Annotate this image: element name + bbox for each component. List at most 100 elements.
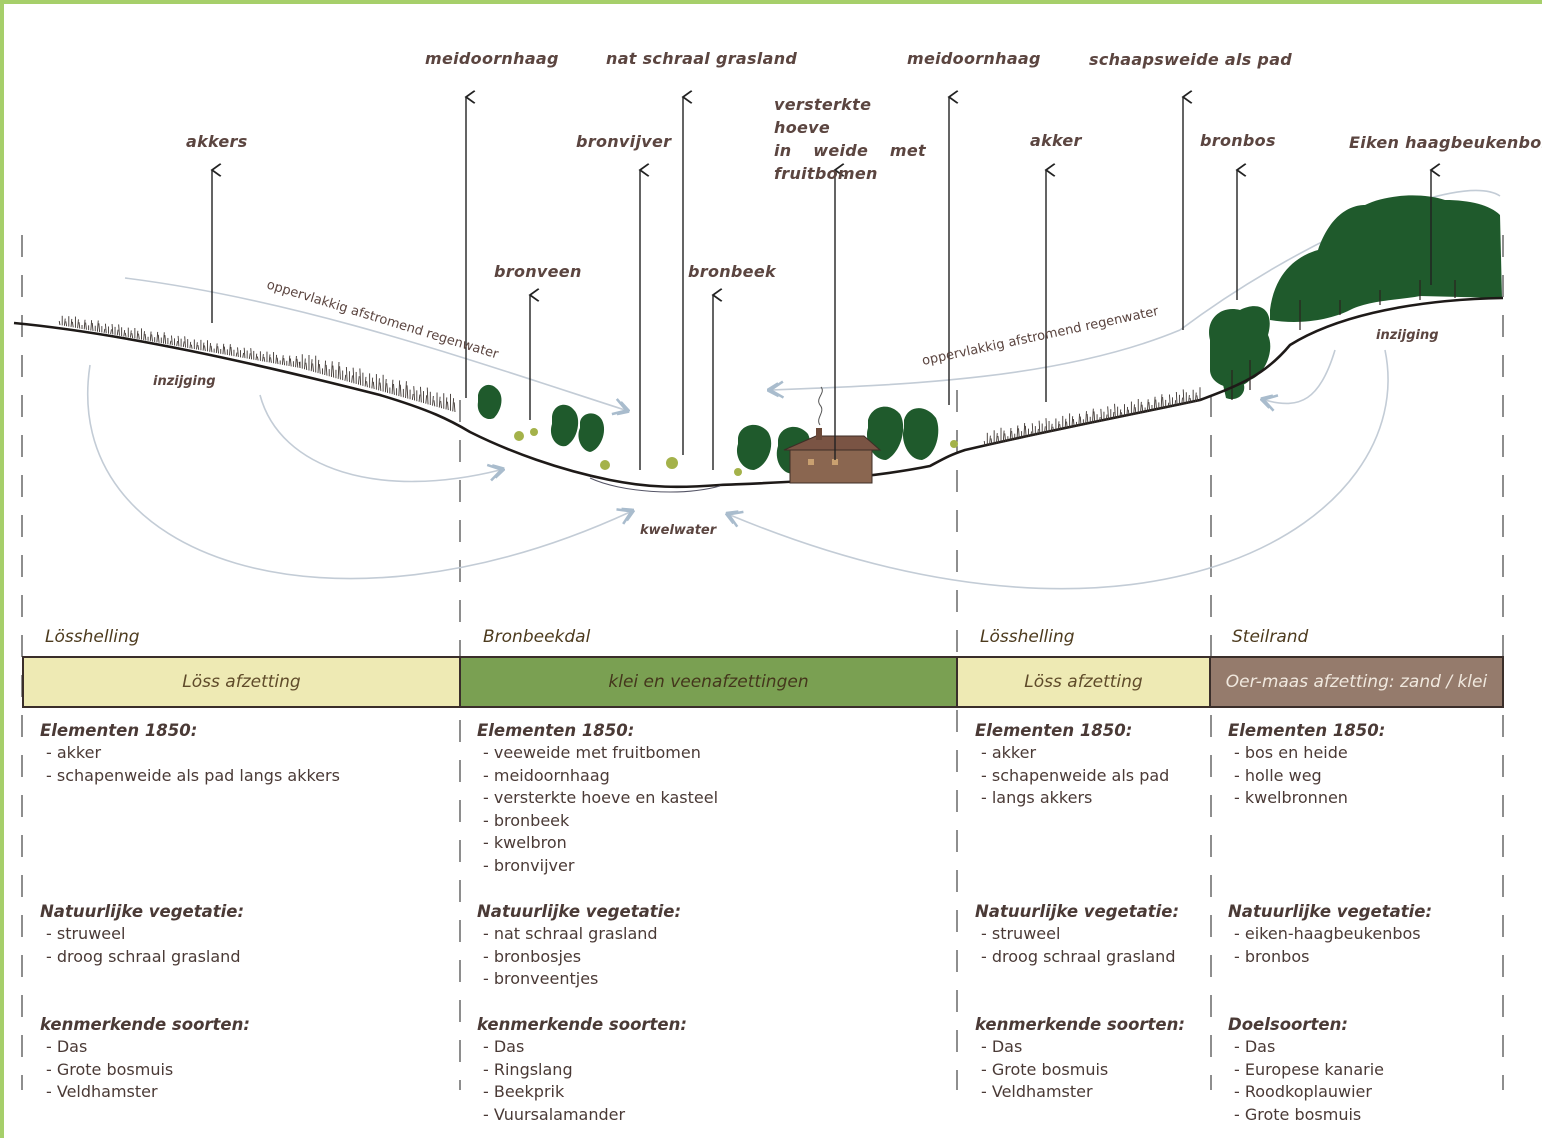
- vegetation-list: struweeldroog schraal grasland: [975, 923, 1179, 968]
- species-heading: kenmerkende soorten:: [975, 1015, 1185, 1034]
- soil-band-oer-maas: Oer-maas afzetting: zand / klei: [1211, 656, 1504, 708]
- label-schaapsweide-als-pad: schaapsweide als pad: [1089, 50, 1293, 69]
- water-flow-arrows: [87, 189, 1501, 590]
- label-nat-schraal-grasland: nat schraal grasland: [606, 49, 798, 68]
- label-versterkte-hoeve: versterkte hoeve in weide met fruitbomen: [774, 93, 926, 185]
- elements-heading: Elementen 1850:: [1228, 721, 1386, 740]
- pointer-arrows: [212, 97, 1431, 470]
- wetland-plants: [514, 428, 958, 476]
- species-item: Das: [477, 1036, 687, 1059]
- elements-item: akker: [40, 742, 340, 765]
- runoff-arrow-left: [124, 277, 625, 410]
- species-item: Veldhamster: [975, 1081, 1185, 1104]
- vegetation-item: droog schraal grasland: [40, 946, 244, 969]
- elements-item: bos en heide: [1228, 742, 1385, 765]
- species-list: DasGrote bosmuisVeldhamster: [975, 1036, 1185, 1104]
- vegetation-heading: Natuurlijke vegetatie:: [40, 902, 245, 921]
- zone-title-steilrand: Steilrand: [1232, 627, 1309, 647]
- species-list: DasEuropese kanarieRoodkoplauwierGrote b…: [1228, 1036, 1384, 1126]
- species-item: Das: [975, 1036, 1185, 1059]
- elements-item: bronbeek: [477, 810, 718, 833]
- zone-title-bronbeekdal: Bronbeekdal: [483, 627, 591, 647]
- species-heading: kenmerkende soorten:: [40, 1015, 250, 1034]
- species-item: Europese kanarie: [1228, 1059, 1384, 1082]
- vegetation-list: struweeldroog schraal grasland: [40, 923, 244, 968]
- soil-band-loss-left: Löss afzetting: [22, 656, 461, 708]
- elements-item: bronvijver: [477, 855, 718, 878]
- species-item: Roodkoplauwier: [1228, 1081, 1384, 1104]
- elements-section: Elementen 1850:akkerschapenweide als pad…: [40, 720, 340, 787]
- zone-title-losshelling-right: Lösshelling: [980, 627, 1075, 647]
- species-item: Das: [1228, 1036, 1384, 1059]
- vegetation-heading: Natuurlijke vegetatie:: [975, 902, 1180, 921]
- runoff-label-right: oppervlakkig afstromend regenwater: [921, 304, 1161, 369]
- vegetation-section: Natuurlijke vegetatie: struweeldroog schr…: [975, 901, 1179, 968]
- species-section: kenmerkende soorten: DasGrote bosmuisVeld…: [975, 1014, 1185, 1104]
- vegetation-section: Natuurlijke vegetatie: nat schraal grasla…: [477, 901, 681, 991]
- soil-band-label: Oer-maas afzetting: zand / klei: [1225, 672, 1488, 692]
- frame-left-border: [0, 0, 4, 1138]
- label-meidoornhaag-right: meidoornhaag: [907, 49, 1041, 68]
- species-item: Vuursalamander: [477, 1104, 687, 1127]
- species-item: Beekprik: [477, 1081, 687, 1104]
- soil-band-label: Löss afzetting: [182, 672, 301, 692]
- soil-band-label: Löss afzetting: [1024, 672, 1143, 692]
- label-bronvijver: bronvijver: [576, 132, 672, 151]
- species-section: kenmerkende soorten: DasGrote bosmuisVeld…: [40, 1014, 250, 1104]
- forest-canopy: [1209, 195, 1502, 400]
- label-versterkte-hoeve-line-3: fruitbomen: [774, 164, 878, 183]
- label-bronveen: bronveen: [494, 262, 582, 281]
- elements-heading: Elementen 1850:: [477, 721, 635, 740]
- label-bronbos: bronbos: [1200, 131, 1276, 150]
- elements-item: kwelbronnen: [1228, 787, 1385, 810]
- infiltration-arrow-short-left: [259, 394, 500, 483]
- label-versterkte-hoeve-line-2: in weide met: [774, 141, 926, 160]
- column-dividers: [21, 235, 1504, 1090]
- species-list: DasRingslangBeekprikVuursalamander: [477, 1036, 687, 1126]
- vegetation-item: struweel: [40, 923, 244, 946]
- label-versterkte-hoeve-line-1: versterkte hoeve: [774, 95, 872, 137]
- seepage-arrow-right: [730, 349, 1389, 590]
- elements-list: bos en heideholle wegkwelbronnen: [1228, 742, 1385, 810]
- species-list: DasGrote bosmuisVeldhamster: [40, 1036, 250, 1104]
- elements-section: Elementen 1850: bos en heideholle wegkwel…: [1228, 720, 1385, 810]
- vegetation-list: eiken-haagbeukenbosbronbos: [1228, 923, 1432, 968]
- runoff-arrow-right: [772, 329, 1181, 390]
- elements-item: kwelbron: [477, 832, 718, 855]
- vegetation-heading: Natuurlijke vegetatie:: [1228, 902, 1433, 921]
- species-item: Grote bosmuis: [40, 1059, 250, 1082]
- vegetation-item: bronveentjes: [477, 968, 681, 991]
- elements-item: versterkte hoeve en kasteel: [477, 787, 718, 810]
- species-item: Das: [40, 1036, 250, 1059]
- bronbeek-water: [589, 477, 721, 493]
- label-akkers: akkers: [186, 132, 248, 151]
- label-bronbeek: bronbeek: [688, 262, 776, 281]
- species-heading: Doelsoorten:: [1228, 1015, 1348, 1034]
- label-akker: akker: [1030, 131, 1082, 150]
- species-section: Doelsoorten: DasEuropese kanarieRoodkopla…: [1228, 1014, 1384, 1126]
- vegetation-item: struweel: [975, 923, 1179, 946]
- elements-list: akkerschapenweide als pad langs akkers: [40, 742, 340, 787]
- species-item: Veldhamster: [40, 1081, 250, 1104]
- vegetation-item: bronbosjes: [477, 946, 681, 969]
- elements-item: langs akkers: [975, 787, 1169, 810]
- label-meidoornhaag-left: meidoornhaag: [425, 49, 559, 68]
- vegetation-item: droog schraal grasland: [975, 946, 1179, 969]
- valley-trees: [477, 384, 939, 474]
- vegetation-list: nat schraal graslandbronbosjesbronveentj…: [477, 923, 681, 991]
- label-kwelwater: kwelwater: [640, 523, 717, 538]
- label-inzijging-left: inzijging: [153, 374, 216, 389]
- vegetation-item: bronbos: [1228, 946, 1432, 969]
- vegetation-section: Natuurlijke vegetatie: eiken-haagbeukenbo…: [1228, 901, 1432, 968]
- elements-item: veeweide met fruitbomen: [477, 742, 718, 765]
- elements-item: holle weg: [1228, 765, 1385, 788]
- forest-trunks: [1231, 280, 1456, 400]
- species-heading: kenmerkende soorten:: [477, 1015, 687, 1034]
- elements-item: meidoornhaag: [477, 765, 718, 788]
- vegetation-item: nat schraal grasland: [477, 923, 681, 946]
- frame-top-border: [0, 0, 1542, 4]
- elements-section: Elementen 1850: veeweide met fruitbomenme…: [477, 720, 718, 878]
- vegetation-heading: Natuurlijke vegetatie:: [477, 902, 682, 921]
- farmhouse: [783, 386, 882, 484]
